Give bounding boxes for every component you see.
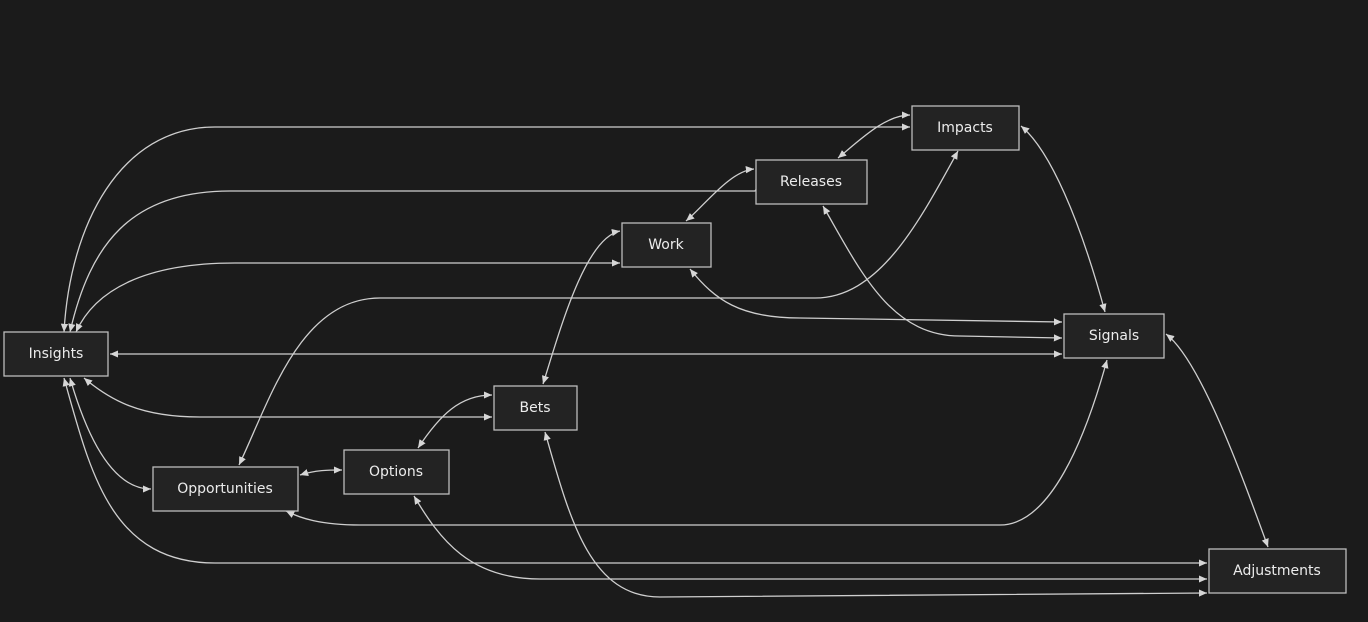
node-adjustments[interactable]: Adjustments (1208, 548, 1347, 594)
edge-releases-impacts (837, 111, 911, 159)
edge-releases-signals (822, 205, 1063, 342)
node-label-signals: Signals (1089, 328, 1139, 344)
node-signals[interactable]: Signals (1063, 313, 1165, 359)
node-label-impacts: Impacts (937, 120, 993, 136)
node-label-releases: Releases (780, 174, 842, 190)
node-insights[interactable]: Insights (3, 331, 109, 377)
node-options[interactable]: Options (343, 449, 450, 495)
edge-options-bets (417, 391, 493, 449)
nodes-layer: Insights Opportunities Options Bets Work… (3, 105, 1347, 594)
edge-opportunities-options (299, 466, 343, 477)
edge-bets-work (541, 229, 621, 385)
edge-work-releases (685, 166, 755, 222)
edge-signals-adjustments (1165, 333, 1269, 548)
edge-insights-bets (83, 377, 492, 421)
edge-insights-impacts (60, 123, 910, 333)
node-opportunities[interactable]: Opportunities (152, 466, 299, 512)
edge-options-adjustments (413, 495, 1207, 583)
edge-insights-work (75, 259, 620, 333)
node-label-opportunities: Opportunities (177, 481, 273, 497)
node-label-work: Work (648, 237, 684, 253)
edge-bets-adjustments (543, 431, 1208, 598)
node-label-options: Options (369, 464, 423, 480)
edge-insights-opportunities (68, 377, 152, 493)
edge-opportunities-signals (285, 359, 1109, 526)
edge-work-signals (689, 268, 1063, 326)
node-label-bets: Bets (519, 400, 550, 416)
edge-impacts-signals (1020, 125, 1107, 313)
node-bets[interactable]: Bets (493, 385, 578, 431)
edge-insights-adjustments (62, 377, 1207, 567)
node-impacts[interactable]: Impacts (911, 105, 1020, 151)
node-label-adjustments: Adjustments (1233, 563, 1321, 579)
node-work[interactable]: Work (621, 222, 712, 268)
edges-layer (60, 111, 1269, 598)
node-label-insights: Insights (29, 346, 84, 362)
node-releases[interactable]: Releases (755, 159, 868, 205)
